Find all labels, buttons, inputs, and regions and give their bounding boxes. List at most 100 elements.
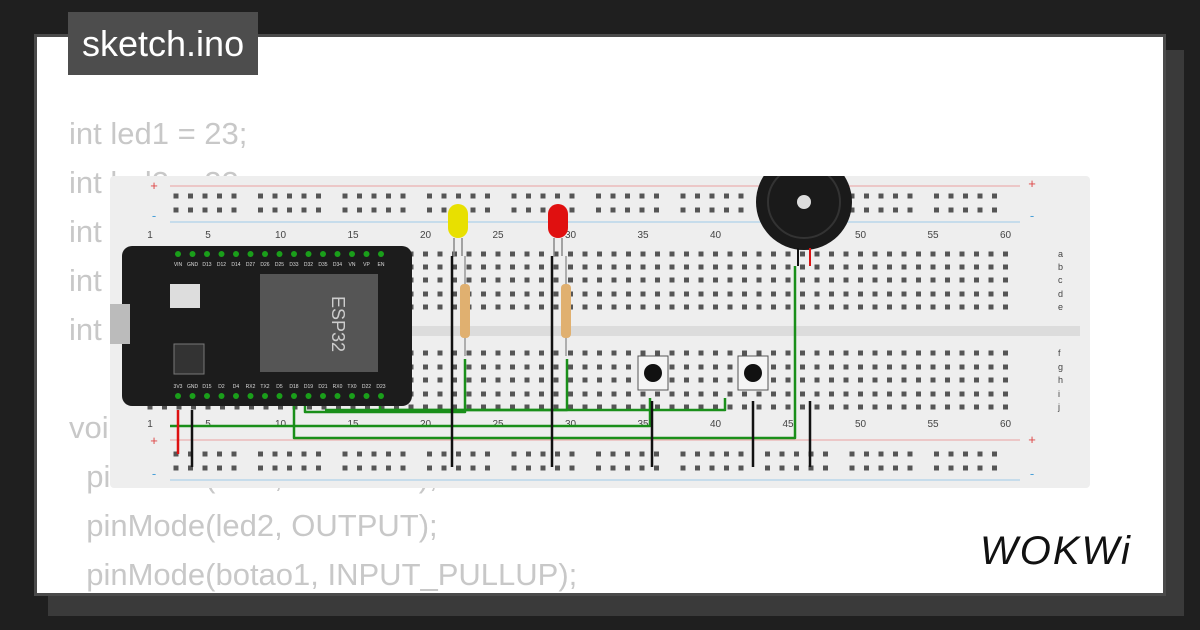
rail-hole [386, 465, 391, 471]
breadboard-hole [263, 404, 269, 410]
row-letter: h [1058, 375, 1063, 385]
breadboard-hole [626, 391, 631, 397]
esp32-pin-label: TX0 [347, 384, 356, 390]
breadboard-hole [887, 364, 892, 370]
esp32-pin-label: GND [187, 384, 199, 390]
rail-hole [386, 193, 391, 199]
breadboard-hole [901, 391, 907, 397]
breadboard-hole [582, 404, 588, 410]
rail-hole [709, 451, 715, 457]
esp32-pin [247, 251, 254, 257]
breadboard-hole [495, 264, 501, 270]
esp32-pin [204, 251, 210, 257]
rail-hole [316, 193, 321, 199]
breadboard-hole [669, 377, 675, 383]
rail-hole [724, 451, 729, 457]
breadboard-hole [858, 277, 863, 283]
breadboard-hole [930, 391, 936, 397]
breadboard-hole [597, 304, 602, 310]
breadboard-hole [452, 350, 457, 356]
file-tab[interactable]: sketch.ino [68, 12, 259, 75]
esp32-pin [305, 393, 312, 399]
breadboard-hole [988, 277, 994, 283]
breadboard-hole [713, 404, 718, 410]
rail-hole [357, 207, 362, 213]
rail-hole [625, 451, 630, 457]
breadboard-hole [872, 304, 878, 310]
rail-hole [287, 465, 292, 471]
rail-hole [173, 451, 179, 457]
esp32-pin-label: D21 [318, 384, 327, 390]
pushbutton-cap [744, 364, 762, 382]
rail-hole [724, 207, 729, 213]
breadboard-hole [1003, 404, 1008, 410]
breadboard-hole [945, 364, 950, 370]
breadboard-hole [858, 377, 863, 383]
rail-hole [948, 465, 954, 471]
breadboard-hole [858, 350, 863, 356]
row-letter: i [1058, 389, 1060, 399]
breadboard-hole [510, 264, 515, 270]
breadboard-hole [887, 291, 892, 297]
rail-hole [907, 207, 913, 213]
breadboard-hole [1003, 364, 1008, 370]
breadboard-hole [1003, 377, 1008, 383]
breadboard-hole [872, 364, 878, 370]
breadboard-hole [452, 404, 457, 410]
breadboard-hole [785, 404, 791, 410]
rail-hole [639, 465, 645, 471]
breadboard-hole [887, 377, 892, 383]
rail-hole [625, 193, 630, 199]
breadboard-hole [437, 377, 443, 383]
column-number: 30 [565, 230, 577, 241]
rail-hole [386, 451, 391, 457]
breadboard-hole [858, 251, 863, 257]
breadboard-scene: 1155101015152020252530303535404045455050… [110, 176, 1090, 488]
rail-hole [878, 207, 884, 213]
breadboard-hole [858, 264, 863, 270]
breadboard-hole [756, 404, 762, 410]
breadboard-hole [597, 377, 602, 383]
breadboard-hole [539, 377, 544, 383]
breadboard-hole [945, 251, 950, 257]
breadboard-hole [974, 277, 979, 283]
rail-hole [738, 193, 744, 199]
rail-hole [371, 451, 377, 457]
esp32-pin-label: D34 [333, 262, 342, 268]
esp32-pin [262, 393, 268, 399]
breadboard-hole [974, 364, 979, 370]
breadboard-hole [423, 377, 428, 383]
breadboard-hole [901, 350, 907, 356]
breadboard-hole [611, 350, 617, 356]
rail-hole [977, 451, 983, 457]
breadboard-hole [684, 264, 689, 270]
rail-hole [555, 465, 560, 471]
breadboard-hole [901, 291, 907, 297]
breadboard-hole [959, 264, 965, 270]
column-number: 30 [565, 419, 577, 430]
rail-hole [316, 207, 321, 213]
breadboard-hole [698, 304, 704, 310]
rail-hole [231, 451, 237, 457]
breadboard-hole [959, 251, 965, 257]
esp32-pin-label: D15 [202, 384, 211, 390]
breadboard-hole [785, 277, 791, 283]
column-number: 35 [637, 419, 649, 430]
buzzer [756, 176, 852, 250]
breadboard-hole [713, 277, 718, 283]
breadboard-hole [466, 251, 472, 257]
breadboard-hole [727, 277, 733, 283]
breadboard-hole [481, 364, 486, 370]
breadboard-hole [539, 277, 544, 283]
rail-hole [357, 193, 362, 199]
breadboard-hole [510, 364, 515, 370]
breadboard-hole [568, 364, 573, 370]
breadboard-hole [147, 404, 153, 410]
esp32-pin-label: D23 [376, 384, 385, 390]
breadboard-hole [959, 304, 965, 310]
rail-hole [680, 193, 686, 199]
esp32-label: ESP32 [328, 296, 348, 352]
breadboard-hole [858, 391, 863, 397]
breadboard-hole [930, 251, 936, 257]
esp32-pin-label: D12 [217, 262, 226, 268]
